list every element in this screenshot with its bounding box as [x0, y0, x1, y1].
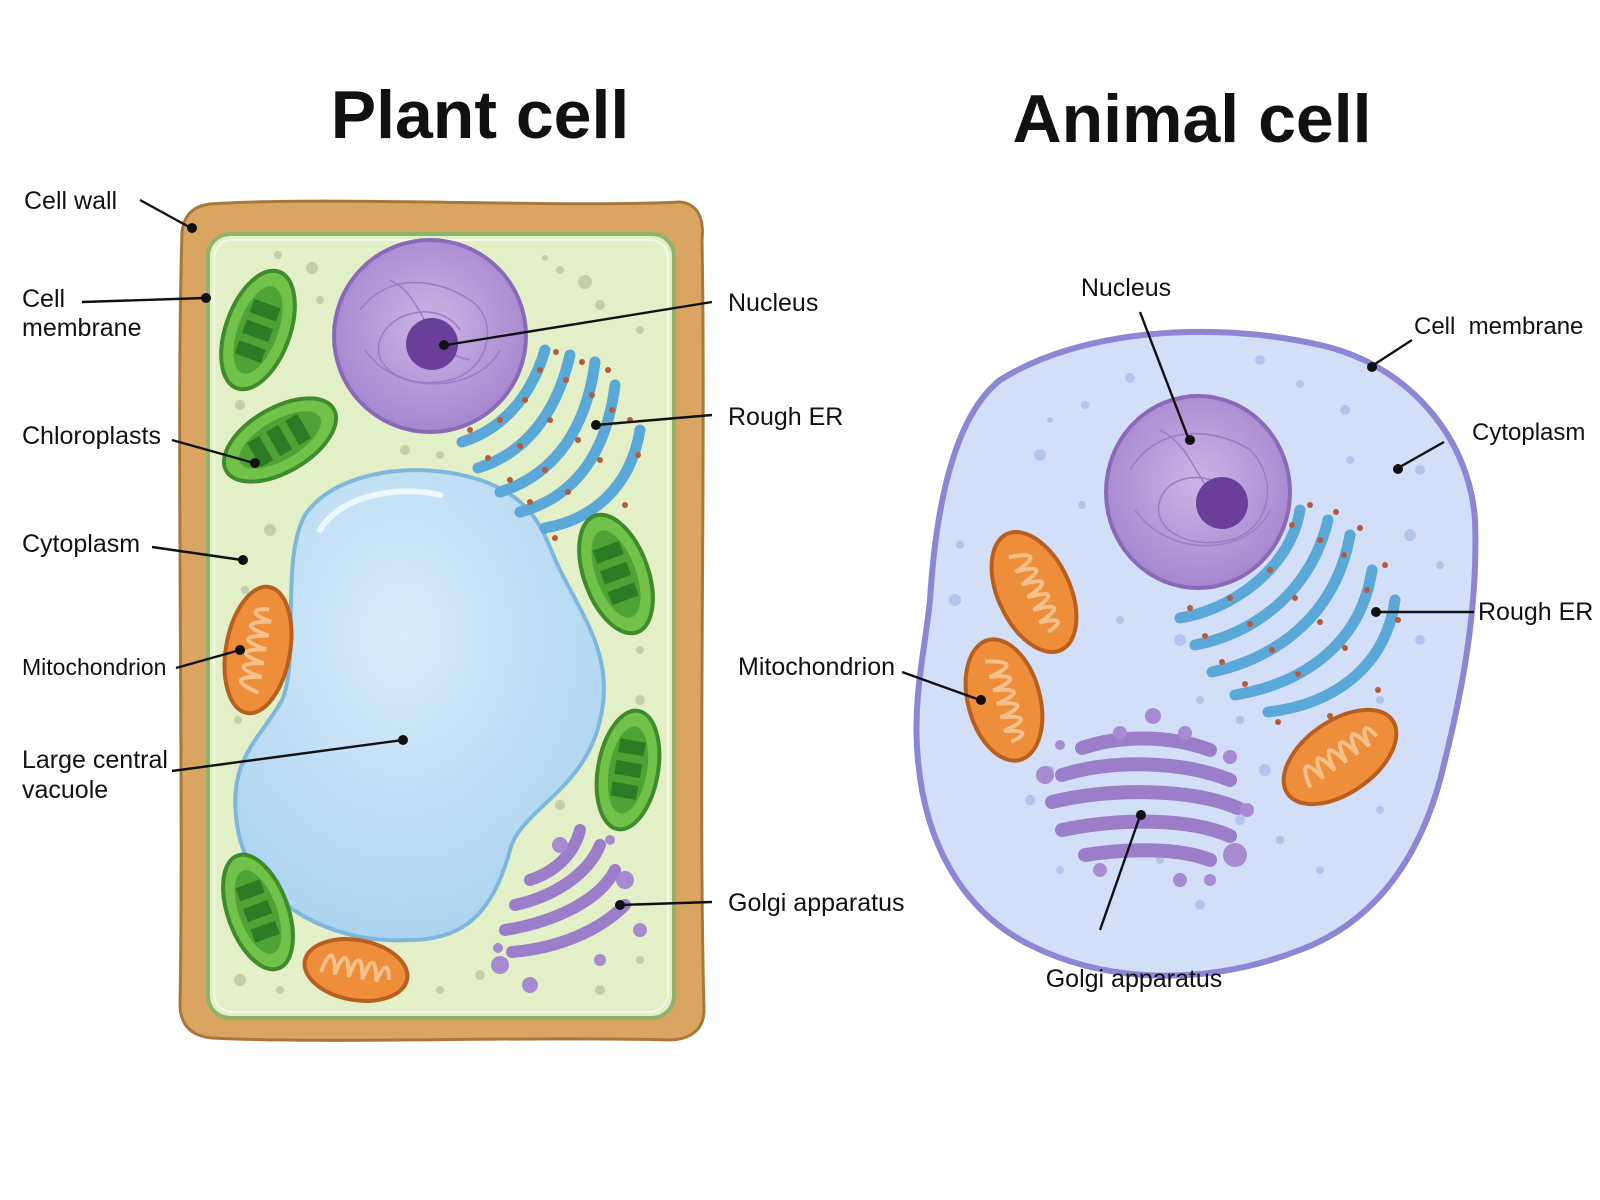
plant-vacuole-highlight [317, 488, 443, 533]
animal-golgi-vesicles [1036, 708, 1254, 887]
label-cell-membrane-2: membrane [22, 314, 142, 342]
label-plant-mitochondrion: Mitochondrion [22, 654, 166, 680]
plant-golgi [499, 824, 631, 958]
label-chloroplasts: Chloroplasts [22, 422, 161, 450]
label-animal-mitochondrion: Mitochondrion [738, 653, 895, 681]
plant-cell: Cell wall Cell membrane Chloroplasts Cyt… [22, 187, 905, 1042]
label-vacuole-1: Large central [22, 746, 168, 774]
label-animal-cell-membrane: Cell membrane [1414, 313, 1583, 340]
label-plant-rough-er: Rough ER [728, 403, 843, 431]
label-animal-rough-er: Rough ER [1478, 598, 1593, 626]
animal-ribosomes [1187, 502, 1401, 725]
label-plant-golgi: Golgi apparatus [728, 889, 905, 917]
plant-mitochondria [222, 584, 410, 1003]
plant-cell-title: Plant cell [331, 77, 630, 153]
label-cell-wall: Cell wall [24, 187, 117, 215]
animal-rough-er [1174, 504, 1401, 718]
plant-chloroplasts [219, 268, 662, 972]
label-cell-membrane-1: Cell [22, 285, 65, 313]
plant-ribosomes [467, 349, 641, 541]
label-animal-nucleus: Nucleus [1081, 274, 1171, 302]
animal-leaders [901, 311, 1474, 931]
animal-cell-membrane [913, 328, 1479, 979]
label-vacuole-2: vacuole [22, 776, 108, 804]
plant-nucleus [332, 238, 528, 434]
animal-golgi [1045, 731, 1245, 867]
plant-vacuole [233, 468, 606, 943]
label-animal-cytoplasm: Cytoplasm [1472, 419, 1585, 446]
label-plant-nucleus: Nucleus [728, 289, 818, 317]
label-plant-cytoplasm: Cytoplasm [22, 530, 140, 558]
animal-mitochondria [963, 530, 1399, 807]
label-animal-golgi: Golgi apparatus [1046, 965, 1223, 993]
plant-rough-er [456, 344, 646, 534]
animal-cell-title: Animal cell [1012, 81, 1371, 157]
animal-nucleus [1104, 394, 1292, 590]
animal-cell: Nucleus Cell membrane Cytoplasm Rough ER… [738, 274, 1593, 993]
plant-leaders [81, 198, 713, 910]
animal-granules [949, 355, 1444, 910]
plant-golgi-vesicles [491, 835, 647, 993]
